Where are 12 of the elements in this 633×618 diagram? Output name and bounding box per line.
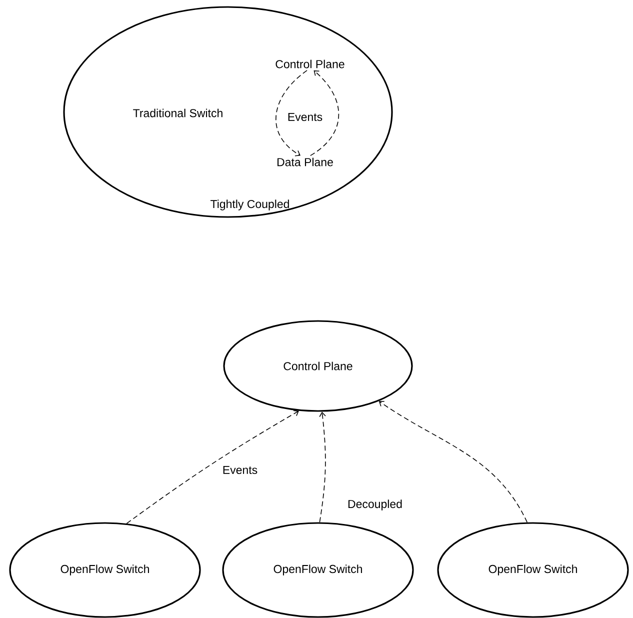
arrow	[310, 70, 340, 156]
arrow	[319, 412, 326, 523]
ellipse-label: Tightly Coupled	[210, 200, 289, 210]
plane-label: Control Plane	[276, 60, 344, 68]
edge-label: Events	[286, 112, 324, 122]
plane-label: Data Plane	[278, 158, 333, 166]
edge-label: Events	[221, 464, 259, 475]
arrow	[378, 400, 528, 523]
arrow	[126, 410, 299, 524]
arrow	[276, 70, 308, 156]
ellipse-label: Traditional Switch	[133, 108, 222, 118]
edge-label: Decoupled	[346, 498, 404, 512]
